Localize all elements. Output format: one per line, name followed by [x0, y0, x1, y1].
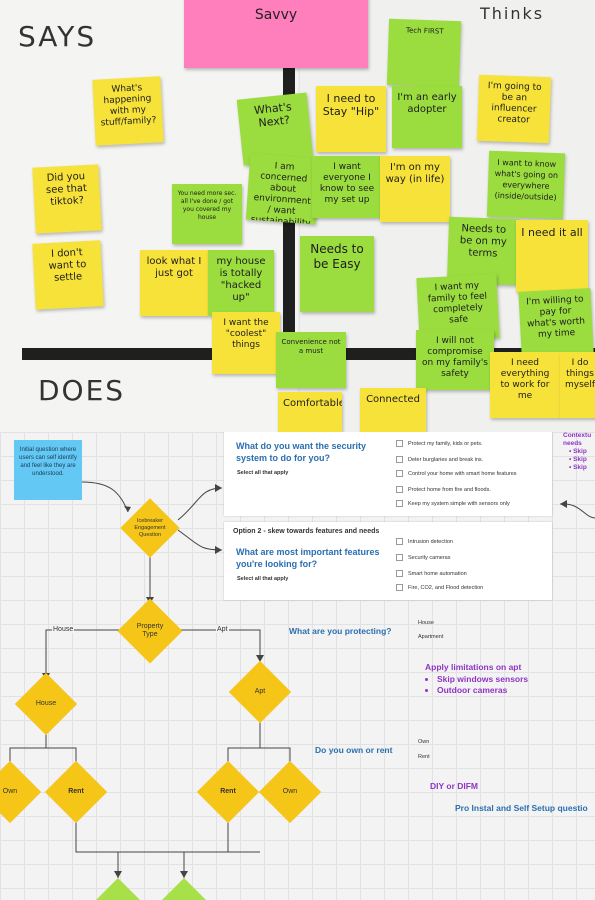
rent-diamond-2[interactable]: Rent [196, 760, 260, 824]
sticky-note: I need it all [516, 220, 588, 292]
apt-diamond[interactable]: Apt [228, 660, 292, 724]
own-rent-question: Do you own or rent [315, 745, 393, 755]
own-rent-answer: Rent [418, 754, 430, 760]
sticky-note: Did you see that tiktok? [32, 164, 102, 234]
card-question: What do you want the security system to … [236, 441, 367, 463]
icebreaker-diamond[interactable]: Icebreaker Engagement Question [118, 496, 182, 560]
pro-install-note: Pro Instal and Self Setup questio [455, 803, 588, 813]
sticky-note: Needs to be Easy [300, 236, 374, 312]
sticky-note: I'm willing to pay for what's worth my t… [518, 288, 594, 356]
checkbox-option[interactable]: Protect home from fire and floods. [396, 486, 491, 493]
checkbox-icon[interactable] [396, 470, 403, 477]
sticky-note: Comfortable [278, 392, 342, 432]
sticky-note: I'm an early adopter [392, 86, 462, 148]
sticky-note: What's happening with my stuff/family? [92, 76, 164, 146]
contextual-needs-note: Contextu needs • Skip • Skip • Skip [563, 432, 595, 472]
checkbox-icon[interactable] [396, 554, 403, 561]
sticky-note: I need to Stay "Hip" [316, 86, 386, 152]
property-type-label: Property Type [136, 623, 164, 638]
sticky-note: I do things myself [560, 352, 595, 418]
card-subtitle: Select all that apply [237, 470, 289, 476]
protect-answer: House [418, 620, 434, 626]
checkbox-option[interactable]: Deter burglaries and break ins. [396, 456, 483, 463]
sticky-note: You need more sec. all I've done / got y… [172, 184, 242, 244]
quadrant-thinks-label: Thinks [480, 4, 545, 23]
own-rent-answer: Own [418, 739, 430, 745]
checkbox-icon[interactable] [396, 584, 403, 591]
sticky-note: I am concerned about environment / want … [245, 153, 321, 225]
contextual-title: Contextu [563, 432, 592, 439]
sticky-note: I don't want to settle [32, 240, 104, 310]
edge-label-house: House [52, 626, 75, 633]
checkbox-icon[interactable] [396, 486, 403, 493]
own-diamond-2[interactable]: Own [258, 760, 322, 824]
sticky-note: I want everyone I know to see my set up [312, 156, 382, 218]
checkbox-option[interactable]: Security cameras [396, 554, 451, 561]
sticky-note: I want to know what's going on everywher… [486, 150, 566, 220]
question-card-2[interactable]: Option 2 - skew towards features and nee… [224, 522, 552, 600]
property-type-diamond[interactable]: Property Type [116, 597, 184, 665]
sticky-note: I will not compromise on my family's saf… [416, 330, 494, 390]
sticky-note: I'm going to be an influencer creator [476, 74, 552, 144]
checkbox-icon[interactable] [396, 500, 403, 507]
apt-label: Apt [254, 688, 266, 695]
edge-label-apt: Apt [216, 626, 229, 633]
checkbox-option[interactable]: Intrusion detection [396, 538, 453, 545]
sticky-note: I want the "coolest" things [212, 312, 280, 374]
own-label: Own [282, 788, 298, 795]
checkbox-option[interactable]: Keep my system simple with sensors only [396, 500, 510, 507]
quadrant-says-label: SAYS [18, 20, 97, 53]
persona-note: Savvy [184, 0, 368, 68]
contextual-item: • Skip [569, 448, 587, 455]
card-option-label: Option 2 - skew towards features and nee… [233, 528, 380, 535]
checkbox-option[interactable]: Smart home automation [396, 570, 467, 577]
checkbox-icon[interactable] [396, 456, 403, 463]
sticky-note: Tech FIRST [386, 18, 462, 88]
checkbox-icon[interactable] [396, 538, 403, 545]
diy-note: DIY or DIFM [430, 781, 479, 791]
rent-label: Rent [68, 788, 84, 795]
checkbox-option[interactable]: Fire, CO2, and Flood detection [396, 584, 483, 591]
empathy-map-photo: SAYS Thinks DOES Savvy Tech FIRST What's… [0, 0, 595, 432]
contextual-item: • Skip [569, 464, 587, 471]
sticky-note: Convenience not a must [276, 332, 346, 388]
apt-limitation-item: Outdoor cameras [437, 685, 528, 695]
rent-diamond-1[interactable]: Rent [44, 760, 108, 824]
card-subtitle: Select all that apply [237, 576, 289, 582]
contextual-item: • Skip [569, 456, 587, 463]
house-label: House [35, 700, 57, 707]
contextual-title-line2: needs [563, 440, 582, 447]
protect-answer: Apartment [418, 634, 444, 640]
protect-question: What are you protecting? [289, 626, 392, 636]
connector-lines [9, 481, 595, 900]
intro-note[interactable]: Initial question where users can self id… [14, 440, 82, 500]
checkbox-icon[interactable] [396, 570, 403, 577]
checkbox-icon[interactable] [396, 440, 403, 447]
card-question: What are most important features you're … [236, 547, 380, 569]
sticky-note: Connected [360, 388, 426, 432]
question-card-1[interactable]: What do you want the security system to … [224, 432, 552, 516]
flowchart-board[interactable]: Initial question where users can self id… [0, 432, 595, 900]
checkbox-option[interactable]: Control your home with smart home featur… [396, 470, 517, 477]
own-label: Own [2, 788, 18, 795]
sticky-note: look what I just got [140, 250, 208, 316]
sticky-note: my house is totally "hacked up" [208, 250, 274, 316]
sticky-note: I'm on my way (in life) [380, 156, 450, 222]
apt-limitation-item: Skip windows sensors [437, 674, 528, 684]
house-diamond[interactable]: House [14, 672, 78, 736]
own-diamond-1[interactable]: Own [0, 760, 42, 824]
sticky-note: I need everything to work for me [490, 352, 560, 418]
quadrant-does-label: DOES [38, 374, 126, 407]
icebreaker-label: Icebreaker Engagement Question [134, 517, 166, 538]
apt-limitations-note: Apply limitations on apt Skip windows se… [425, 662, 528, 696]
apt-limitations-title: Apply limitations on apt [425, 662, 522, 672]
checkbox-option[interactable]: Protect my family, kids or pets. [396, 440, 482, 447]
rent-label: Rent [220, 788, 236, 795]
